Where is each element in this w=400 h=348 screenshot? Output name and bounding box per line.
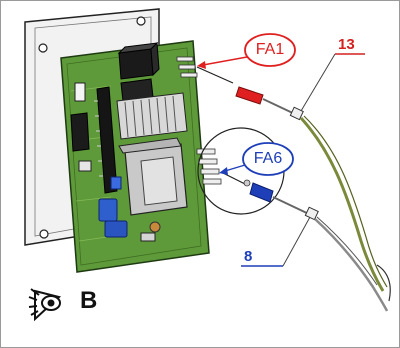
- ic-chip: [94, 86, 118, 194]
- view-letter: B: [80, 287, 98, 314]
- component: [140, 232, 156, 242]
- relay-block: [117, 41, 160, 80]
- wire-number-8: 8: [244, 248, 253, 265]
- blue-wire-8: [222, 172, 389, 312]
- fa6-label: FA6: [253, 150, 283, 167]
- ic-chip: [70, 112, 90, 152]
- bracket-hole: [38, 43, 48, 53]
- wire-bundle-end: [376, 264, 391, 302]
- fa6-callout: [219, 142, 294, 176]
- wire-number-13: 13: [338, 36, 355, 53]
- fa1-label: FA1: [255, 41, 285, 58]
- component: [149, 221, 161, 233]
- eye-view-icon: [28, 288, 62, 322]
- blue-capacitor: [98, 176, 128, 238]
- terminal-strip: [116, 92, 188, 140]
- component: [74, 82, 86, 102]
- fa1-callout: [197, 33, 296, 69]
- label-13-leader: [300, 53, 365, 112]
- fa6-pins: [196, 148, 222, 185]
- circuit-board: [60, 40, 210, 273]
- component: [78, 160, 92, 172]
- transformer: [118, 137, 188, 216]
- red-wire-13: [196, 66, 388, 292]
- label-8-leader: [241, 216, 311, 267]
- fa1-pins: [176, 56, 198, 78]
- bracket-hole: [136, 16, 146, 26]
- bracket-hole: [39, 229, 49, 239]
